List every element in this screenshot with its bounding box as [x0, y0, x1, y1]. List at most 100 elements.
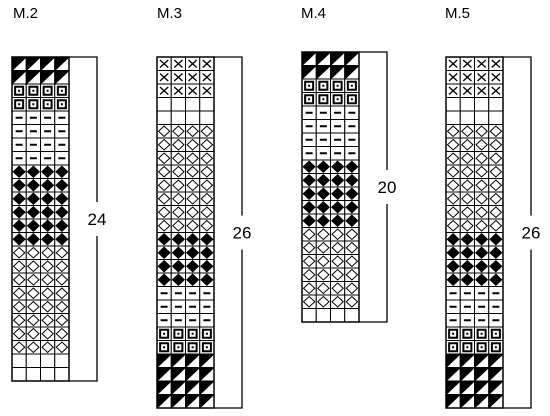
chart-cell — [25, 164, 41, 179]
chart-cell — [301, 159, 317, 174]
chart-cell — [488, 110, 504, 125]
chart-cell — [11, 137, 27, 152]
chart-cell — [156, 124, 172, 139]
chart-cell — [199, 380, 215, 395]
chart-cell — [11, 70, 27, 85]
chart-cell — [315, 213, 331, 228]
chart-cell — [170, 110, 186, 125]
chart-cell — [474, 380, 490, 395]
chart-cell — [199, 83, 215, 98]
chart-cell — [474, 205, 490, 220]
chart-cell — [445, 313, 461, 328]
chart-cell — [330, 132, 346, 147]
chart-cell — [54, 124, 70, 139]
chart-cell — [459, 83, 475, 98]
chart-cell — [315, 254, 331, 269]
chart-cell — [185, 151, 201, 166]
chart-cell — [170, 205, 186, 220]
chart-cell — [25, 137, 41, 152]
chart-cell — [459, 191, 475, 206]
chart-cell — [301, 227, 317, 242]
chart-cell — [156, 191, 172, 206]
chart-cell — [25, 367, 41, 382]
chart-cell — [445, 205, 461, 220]
chart-cell — [330, 254, 346, 269]
chart-cell — [170, 326, 186, 341]
chart-cell — [11, 367, 27, 382]
chart-cell — [445, 124, 461, 139]
chart-cell — [185, 272, 201, 287]
chart-cell — [40, 326, 56, 341]
chart-cell — [445, 380, 461, 395]
chart-cell — [25, 205, 41, 220]
chart-cell — [185, 299, 201, 314]
chart-cell — [11, 110, 27, 125]
chart-cell — [330, 186, 346, 201]
chart-cell — [199, 205, 215, 220]
chart-cell — [330, 227, 346, 242]
chart-cell — [11, 340, 27, 355]
chart-cell — [25, 326, 41, 341]
chart-cell — [445, 272, 461, 287]
chart-cell — [54, 178, 70, 193]
chart-cell — [459, 272, 475, 287]
chart-cell — [459, 326, 475, 341]
chart-cell — [185, 137, 201, 152]
chart-cell — [185, 83, 201, 98]
chart-cell — [301, 281, 317, 296]
chart-cell — [459, 232, 475, 247]
chart-cell — [54, 299, 70, 314]
chart-cell — [11, 56, 27, 71]
chart-cell — [330, 65, 346, 80]
chart-cell — [185, 191, 201, 206]
chart-cell — [474, 110, 490, 125]
chart-cell — [25, 272, 41, 287]
chart-cell — [170, 299, 186, 314]
chart-cell — [330, 294, 346, 309]
chart-cell — [488, 394, 504, 409]
chart-cell — [199, 191, 215, 206]
chart-cell — [170, 380, 186, 395]
chart-cell — [40, 178, 56, 193]
chart-cell — [25, 299, 41, 314]
chart-cell — [170, 70, 186, 85]
chart-cell — [488, 191, 504, 206]
chart-cell — [40, 137, 56, 152]
chart-cell — [156, 353, 172, 368]
chart-cell — [156, 83, 172, 98]
chart-cell — [330, 267, 346, 282]
chart-cell — [488, 232, 504, 247]
chart-cell — [40, 56, 56, 71]
chart-cell — [54, 259, 70, 274]
chart-cell — [488, 340, 504, 355]
chart-cell — [199, 124, 215, 139]
chart-cell — [445, 286, 461, 301]
row-count-m3: 26 — [233, 224, 252, 243]
chart-cell — [40, 353, 56, 368]
chart-cell — [54, 353, 70, 368]
chart-cell — [11, 191, 27, 206]
chart-cell — [199, 151, 215, 166]
chart-cell — [11, 313, 27, 328]
chart-cell — [199, 299, 215, 314]
chart-cell — [488, 353, 504, 368]
chart-cell — [54, 151, 70, 166]
chart-cell — [344, 105, 360, 120]
chart-cell — [185, 353, 201, 368]
chart-cell — [199, 56, 215, 71]
chart-cell — [54, 137, 70, 152]
chart-cell — [330, 213, 346, 228]
chart-cell — [199, 218, 215, 233]
chart-cell — [40, 232, 56, 247]
chart-cell — [185, 259, 201, 274]
chart-cell — [40, 191, 56, 206]
chart-cell — [474, 151, 490, 166]
chart-cell — [11, 272, 27, 287]
chart-cell — [54, 110, 70, 125]
chart-cell — [488, 164, 504, 179]
chart-cell — [170, 353, 186, 368]
chart-cell — [344, 281, 360, 296]
chart-cell — [40, 313, 56, 328]
chart-cell — [330, 105, 346, 120]
